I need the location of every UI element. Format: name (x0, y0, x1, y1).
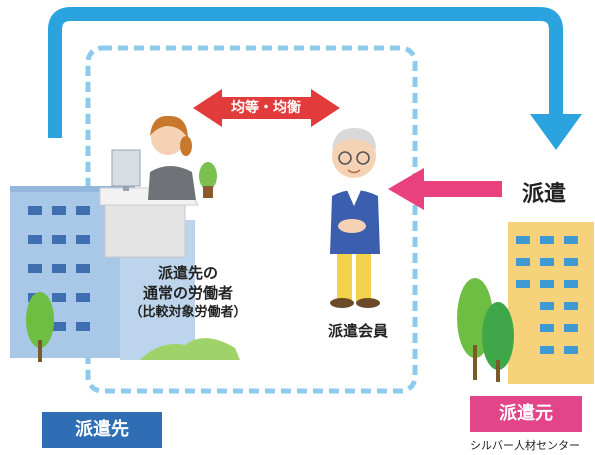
dispatch-flow-arrowhead (530, 114, 582, 150)
worker-label-line2: 通常の労働者 (142, 284, 233, 302)
source-caption: シルバー人材センター (470, 439, 580, 452)
grass-left (140, 338, 240, 360)
worker-label-line1: 派遣先の (157, 264, 218, 282)
member-illustration (330, 128, 380, 308)
source-building (508, 222, 594, 384)
source-badge: 派遣元 (470, 396, 582, 432)
worker-label: 派遣先の 通常の労働者 （比較対象労働者） (108, 263, 268, 323)
tree-right (457, 278, 514, 382)
dispatch-pink-arrow (388, 168, 502, 210)
worker-label-line3: （比較対象労働者） (129, 305, 247, 320)
tree-left (26, 292, 54, 362)
equal-balance-double-arrow (193, 89, 340, 127)
dispatch-flow-arrow (48, 7, 563, 138)
equal-balance-label: 均等・均衡 (231, 100, 301, 116)
member-label: 派遣会員 (327, 322, 388, 340)
dispatch-label: 派遣 (521, 182, 566, 207)
worker-illustration (99, 115, 217, 258)
dest-badge: 派遣先 (42, 412, 162, 448)
